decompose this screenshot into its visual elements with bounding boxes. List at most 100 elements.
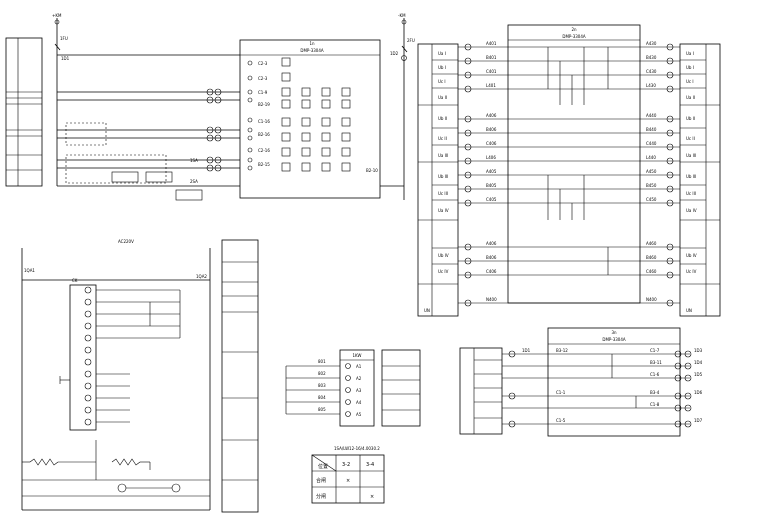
middle-center-relay: 1KW 801 802 803 804 805 A1 A2 A3 A4 A5 [285,349,421,504]
right-term: C1-8 [650,402,660,407]
left-col-label: Ub II [438,116,447,121]
relay-2n-tag: 2n [571,27,577,32]
middle-left-ac-circuit: AC220V 1QA1 1QA2 CK [21,239,259,513]
left-pin: B406 [486,127,497,132]
pin-label: B2-16 [258,132,270,137]
left-col-label: Ub I [438,65,446,70]
relay-output-label: A3 [356,388,362,393]
relay-1n-tag: 1n [309,41,315,46]
pin-label: B2-10 [366,168,378,173]
right-col-label: Ua II [686,95,695,100]
bus-label-plus: +KM [52,13,62,18]
left-pin: C401 [486,69,497,74]
left-pin: N400 [486,297,497,302]
left-term: C1-1 [556,390,566,395]
relay-output-label: A1 [356,364,362,369]
right-pin: A430 [646,41,657,46]
pin-label: C2-3 [258,76,268,81]
terminal-label-1: 1D1 [61,56,70,61]
right-col-label: Uc III [686,191,696,196]
left-col-label: Ua IV [438,208,449,213]
terminal-label-2: 1D2 [390,51,399,56]
ck-label: CK [72,278,78,283]
relay-row-label: 805 [318,407,326,412]
left-col-label: Uc III [438,191,448,196]
right-col-label: Ua I [686,51,694,56]
left-term: 1D1 [522,348,531,353]
left-pin: A405 [486,169,497,174]
right-pin: B460 [646,255,657,260]
left-pin: B406 [486,255,497,260]
relay-row-label: 802 [318,371,326,376]
left-term: C1-5 [556,418,566,423]
top-left-control-circuit: +KM 1FU 1D1 1n DMP-3304A [5,13,415,201]
left-pin: B405 [486,183,497,188]
right-term: 1D3 [694,348,703,353]
left-term: B3-12 [556,348,568,353]
switch-table-title: 1SA/LW12-16/4.0030.2 [334,446,380,451]
top-right-voltage-circuit: Ua I Ub I Uc I Ua II Ub II Uc II Ua III … [417,24,721,317]
right-term: 1D6 [694,390,703,395]
right-col-label: Uc II [686,136,695,141]
left-col-label: Uc II [438,136,447,141]
right-term: B3-11 [650,360,662,365]
relay-1n-model: DMP-3304A [300,48,323,53]
left-col-label: Uc IV [438,269,449,274]
left-pin: C406 [486,269,497,274]
right-col-label: UN [686,308,692,313]
right-col-label: Ua IV [686,208,697,213]
left-col-label: Uc I [438,79,446,84]
right-col-label: Uc IV [686,269,697,274]
ac-bus-label: AC220V [118,239,134,244]
right-col-label: Ub I [686,65,694,70]
left-col-label: Ua II [438,95,447,100]
relay-1kw-tag: 1KW [353,353,362,358]
middle-right-relay: 3n DMP-3304A 1D1 B3-12 C1-1 C1-5 C1-7 B3… [459,327,703,437]
pin-label: B2-19 [258,102,270,107]
pin-label: C2-16 [258,148,270,153]
table-head-cell: 3-4 [366,462,374,468]
contact-label: 1SA [190,158,198,163]
right-col-label: Ub II [686,116,695,121]
table-cell: 分闸 [316,493,326,500]
relay-row-label: 804 [318,395,326,400]
right-pin: L430 [646,83,656,88]
right-col-label: Ub III [686,174,696,179]
fuse-label: 1QA1 [24,268,35,273]
relay-output-label: A2 [356,376,362,381]
left-col-label: Ub IV [438,253,449,258]
right-col-label: Uc I [686,79,694,84]
fuse-label-2: 2FU [407,38,415,43]
left-pin: C405 [486,197,497,202]
right-pin: B440 [646,127,657,132]
right-pin: A450 [646,169,657,174]
relay-3n-tag: 3n [611,330,617,335]
left-pin: L401 [486,83,496,88]
left-pin: C406 [486,141,497,146]
left-pin: B401 [486,55,497,60]
left-col-label: Ua I [438,51,446,56]
right-term: 1D5 [694,372,703,377]
left-pin: A406 [486,241,497,246]
left-col-label: Ub III [438,174,448,179]
left-pin: A406 [486,113,497,118]
right-pin: L440 [646,155,656,160]
left-pin: A401 [486,41,497,46]
right-term: B3-4 [650,390,660,395]
table-head-cell: 3-2 [342,462,350,468]
right-pin: B430 [646,55,657,60]
right-pin: A460 [646,241,657,246]
right-pin: C430 [646,69,657,74]
relay-output-label: A5 [356,412,362,417]
relay-2n-model: DMP-3304A [562,34,585,39]
left-col-label: Ua III [438,153,448,158]
contact-label: 2SA [190,179,198,184]
pin-label: C1-9 [258,90,268,95]
pin-label: B2-15 [258,162,270,167]
right-term: C1-6 [650,372,660,377]
right-term: 1D4 [694,360,703,365]
right-pin: B450 [646,183,657,188]
right-col-label: Ua III [686,153,696,158]
right-pin: C460 [646,269,657,274]
